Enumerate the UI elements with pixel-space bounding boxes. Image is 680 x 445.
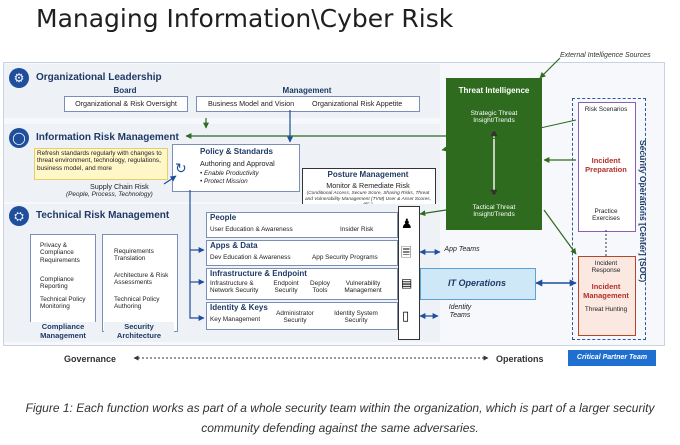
people-item-education: User Education & Awareness — [210, 226, 293, 233]
infra-box — [206, 268, 398, 300]
policy-bullet-mission-text: Protect Mission — [204, 178, 248, 185]
infra-item-network: Infrastructure & Network Security — [210, 280, 259, 295]
identity-teams-label: Identity Teams — [448, 304, 472, 320]
figure-caption: Figure 1: Each function works as part of… — [25, 401, 655, 435]
it-operations-box — [420, 268, 536, 300]
apps-box — [206, 240, 398, 266]
policy-bullet-productivity-text: Enable Productivity — [204, 170, 259, 177]
architecture-item-authoring: Technical Policy Authoring — [114, 296, 160, 311]
compliance-item-monitoring: Technical Policy Monitoring — [40, 296, 86, 311]
management-item-appetite: Organizational Risk Appetite — [312, 99, 403, 108]
governance-label: Governance — [64, 354, 117, 364]
phone-icon: ▯ — [402, 308, 410, 323]
threat-intel-title: Threat Intelligence — [458, 86, 530, 95]
it-operations-label: IT Operations — [447, 278, 506, 288]
infra-title: Infrastructure & Endpoint — [210, 269, 307, 278]
architecture-column — [102, 234, 178, 332]
people-title: People — [210, 213, 237, 222]
identity-item-keys: Key Management — [210, 316, 261, 323]
people-box — [206, 212, 398, 238]
refresh-standards-note: Refresh standards regularly with changes… — [34, 148, 168, 180]
incident-prep-label: Incident Preparation — [585, 156, 627, 174]
critical-partner-badge: Critical Partner Team — [568, 350, 656, 366]
management-box — [196, 96, 420, 112]
threat-hunting-label: Threat Hunting — [584, 306, 628, 313]
management-label: Management — [282, 86, 332, 95]
gears-icon: ⛭ — [9, 206, 29, 226]
apps-item-programs: App Security Programs — [312, 254, 378, 261]
policy-bullet-mission: • Protect Mission — [200, 178, 248, 185]
compliance-item-privacy: Privacy & Compliance Requirements — [40, 242, 80, 264]
infra-item-endpoint: Endpoint Security — [273, 280, 299, 295]
cycle-icon: ↻ — [175, 160, 187, 176]
person-icon: ♟ — [401, 216, 413, 231]
posture-title: Posture Management — [327, 170, 409, 179]
documents-icon: 🗏 — [401, 245, 412, 260]
risk-scenarios-label: Risk Scenarios — [584, 106, 628, 113]
apps-item-dev: Dev Education & Awareness — [210, 254, 291, 261]
board-label: Board — [113, 86, 137, 95]
external-sources-label: External Intelligence Sources — [560, 52, 651, 59]
threat-intel-strategic: Strategic Threat Insight/Trends — [470, 110, 518, 124]
apps-title: Apps & Data — [210, 241, 258, 250]
architecture-item-assessments: Architecture & Risk Assessments — [114, 272, 169, 287]
compliance-item-reporting: Compliance Reporting — [40, 276, 74, 291]
soc-label: Security Operations [Center] (SOC) — [638, 140, 648, 283]
infra-item-deploy: Deploy Tools — [310, 280, 330, 295]
identity-box — [206, 302, 398, 330]
compliance-column — [30, 234, 96, 332]
device-strip — [398, 206, 420, 340]
identity-item-admin: Administrator Security — [276, 310, 314, 325]
policy-standards-box — [172, 144, 300, 192]
page-title: Managing Information\Cyber Risk — [36, 4, 454, 33]
incident-management-box — [578, 256, 636, 336]
info-risk-title: Information Risk Management — [36, 132, 179, 143]
posture-sub: Monitor & Remediate Risk — [326, 181, 410, 190]
infra-item-vuln: Vulnerability Management — [344, 280, 382, 295]
compliance-title: Compliance Management — [28, 322, 98, 340]
architecture-item-translation: Requirements Translation — [114, 248, 154, 263]
identity-item-system: Identity System Security — [334, 310, 378, 325]
supply-chain-risk: Supply Chain Risk — [90, 182, 149, 191]
identity-title: Identity & Keys — [210, 303, 268, 312]
shield-icon: ◯ — [9, 128, 29, 148]
architecture-title: Security Architecture — [104, 322, 174, 340]
threat-intel-tactical: Tactical Threat Insight/Trends — [472, 204, 516, 218]
incident-response-label: Incident Response — [591, 260, 621, 275]
practice-exercises-label: Practice Exercises — [592, 208, 620, 223]
supply-chain-sub: (People, Process, Technology) — [66, 191, 153, 198]
org-leadership-title: Organizational Leadership — [36, 72, 162, 83]
leadership-icon: ⚙ — [9, 68, 29, 88]
policy-standards-title: Policy & Standards — [200, 147, 273, 156]
management-item-vision: Business Model and Vision — [208, 99, 295, 108]
operations-label: Operations — [496, 354, 544, 364]
technical-risk-title: Technical Risk Management — [36, 210, 170, 221]
incident-preparation-box — [578, 102, 636, 232]
laptop-icon: ▤ — [401, 276, 413, 290]
policy-standards-sub: Authoring and Approval — [200, 159, 275, 168]
people-item-insider: Insider Risk — [340, 226, 374, 233]
app-teams-label: App Teams — [444, 246, 480, 253]
board-item: Organizational & Risk Oversight — [64, 96, 188, 112]
incident-mgmt-label: Incident Management — [583, 282, 629, 300]
policy-bullet-productivity: • Enable Productivity — [200, 170, 259, 177]
